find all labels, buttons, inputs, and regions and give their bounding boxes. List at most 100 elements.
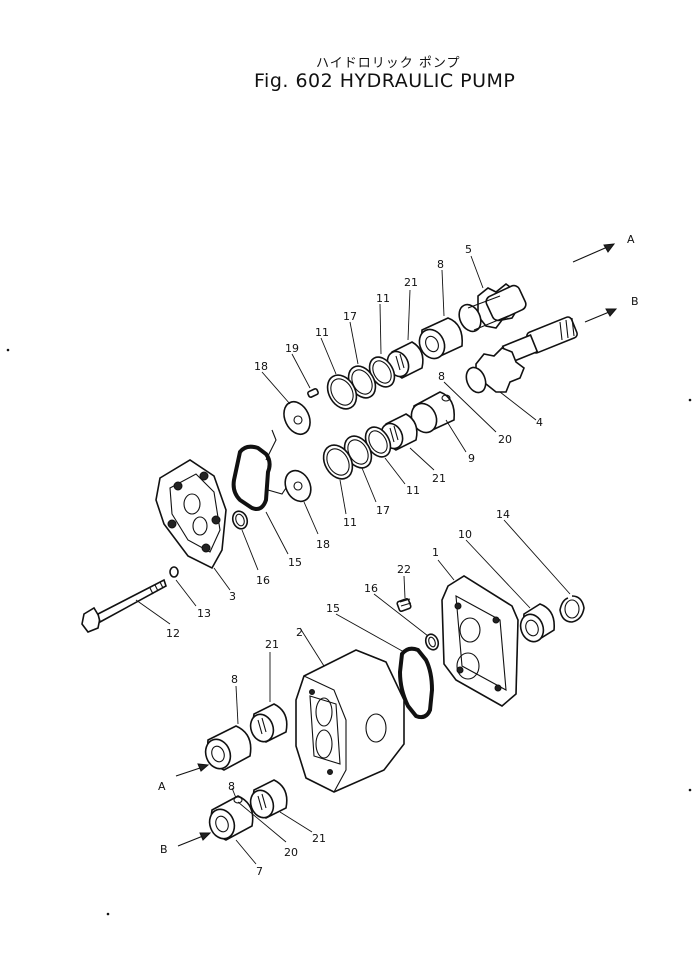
stray-mark: [688, 398, 692, 402]
wear-plate-part-18-lower: [284, 469, 312, 503]
bushing-part-8-lower: [204, 725, 252, 771]
leader-15a: [265, 511, 289, 555]
leader-8d: [231, 787, 237, 799]
callout-16-upper: 16: [256, 574, 270, 587]
leader-21d: [279, 811, 313, 833]
callout-15-upper: 15: [288, 556, 302, 569]
leader-13: [175, 579, 197, 607]
o-ring-part-16-upper: [231, 510, 249, 530]
callout-9: 9: [468, 452, 475, 465]
callout-8-right: 8: [438, 370, 445, 383]
leader-21b: [409, 447, 435, 471]
bushing-part-8-upper: [418, 317, 464, 360]
callout-4: 4: [536, 416, 543, 429]
callout-11-upper-left: 11: [315, 326, 329, 339]
leader-11b: [320, 337, 337, 375]
drive-gear-part-5: [458, 282, 527, 333]
gasket-part-15-upper: [231, 429, 287, 511]
callout-11-upper-right: 11: [376, 292, 390, 305]
callout-16-lower: 16: [364, 582, 378, 595]
callout-3: 3: [229, 590, 236, 603]
callout-8-lower: 8: [231, 673, 238, 686]
leader-10: [465, 539, 531, 609]
leader-16b: [373, 593, 429, 637]
leader-20a: [443, 381, 497, 433]
callout-20-lower: 20: [284, 846, 298, 859]
callout-21-bottom-upper: 21: [265, 638, 279, 651]
leader-17a: [349, 321, 359, 365]
bushing-part-7: [208, 795, 254, 841]
leader-1: [437, 559, 455, 581]
bolt-icon: [81, 578, 167, 633]
snap-ring-part-14: [559, 595, 585, 623]
title-block: ハイドロリック ポンプ Fig. 602 HYDRAULIC PUMP: [0, 0, 692, 100]
needle-bearing-part-21-bottom-lower: [249, 779, 288, 819]
callout-20-upper: 20: [498, 433, 512, 446]
leader-20b: [237, 801, 287, 843]
callout-21-bottom-lower: 21: [312, 832, 326, 845]
pump-housing-part-2: [295, 649, 405, 793]
flow-arrow-bottom-a: A: [158, 763, 210, 793]
callout-11-lower-left: 11: [343, 516, 357, 529]
washer-part-13: [169, 566, 179, 578]
callout-11-lower-right: 11: [406, 484, 420, 497]
seal-rings-upper: [326, 356, 396, 410]
stray-mark: [688, 788, 692, 792]
callout-1: 1: [432, 546, 439, 559]
callout-12: 12: [166, 627, 180, 640]
callout-14: 14: [496, 508, 510, 521]
leader-5: [470, 255, 484, 289]
callout-7: 7: [256, 865, 263, 878]
arrow-label-bottom-a: A: [158, 780, 166, 793]
leader-7: [235, 839, 257, 865]
gasket-part-15-lower: [397, 646, 435, 720]
leader-8a: [441, 269, 445, 317]
leader-21a: [407, 289, 411, 341]
callout-2: 2: [296, 626, 303, 639]
flow-arrow-top-a: A: [572, 233, 635, 263]
bolt-part-12: [81, 578, 167, 633]
callout-8-bottom: 8: [228, 780, 235, 793]
leader-8c: [235, 685, 239, 725]
seal-rings-lower: [322, 426, 392, 480]
gear-icon: [458, 282, 527, 333]
callout-10: 10: [458, 528, 472, 541]
leader-19: [291, 353, 311, 389]
callout-17-upper: 17: [343, 310, 357, 323]
leader-16a: [241, 529, 259, 571]
leader-2: [299, 627, 325, 667]
arrow-label-bottom-b: B: [160, 843, 168, 856]
leader-14: [503, 519, 571, 595]
stray-mark: [106, 912, 110, 916]
callout-21-upper-lower: 21: [432, 472, 446, 485]
leader-4: [499, 391, 537, 421]
leader-22: [403, 575, 406, 599]
leader-3: [213, 567, 231, 591]
arrow-label-a: A: [627, 233, 635, 246]
leader-11d: [339, 479, 347, 515]
arrow-label-b: B: [631, 295, 639, 308]
needle-bearing-part-21-bottom-upper: [249, 703, 288, 743]
o-ring-part-16-lower: [424, 633, 440, 651]
rear-cover-part-3: [155, 459, 227, 570]
callout-8-upper: 8: [437, 258, 444, 271]
leader-17b: [361, 467, 377, 503]
leader-11a: [379, 303, 382, 355]
callout-5: 5: [465, 243, 472, 256]
leader-18b: [303, 501, 319, 535]
callout-18-lower: 18: [316, 538, 330, 551]
leader-12: [135, 599, 171, 625]
callout-18-upper: 18: [254, 360, 268, 373]
leader-15b: [335, 613, 405, 653]
oil-seal-part-10: [519, 603, 556, 643]
drive-shaft-part-4: [465, 316, 578, 394]
dowel-pin-part-19: [307, 388, 319, 398]
callout-19: 19: [285, 342, 299, 355]
callout-21-upper: 21: [404, 276, 418, 289]
callout-22: 22: [397, 563, 411, 576]
callout-13: 13: [197, 607, 211, 620]
flow-arrow-bottom-b: B: [160, 832, 212, 856]
leader-11c: [384, 457, 406, 485]
wear-plate-part-18-upper: [283, 400, 311, 436]
